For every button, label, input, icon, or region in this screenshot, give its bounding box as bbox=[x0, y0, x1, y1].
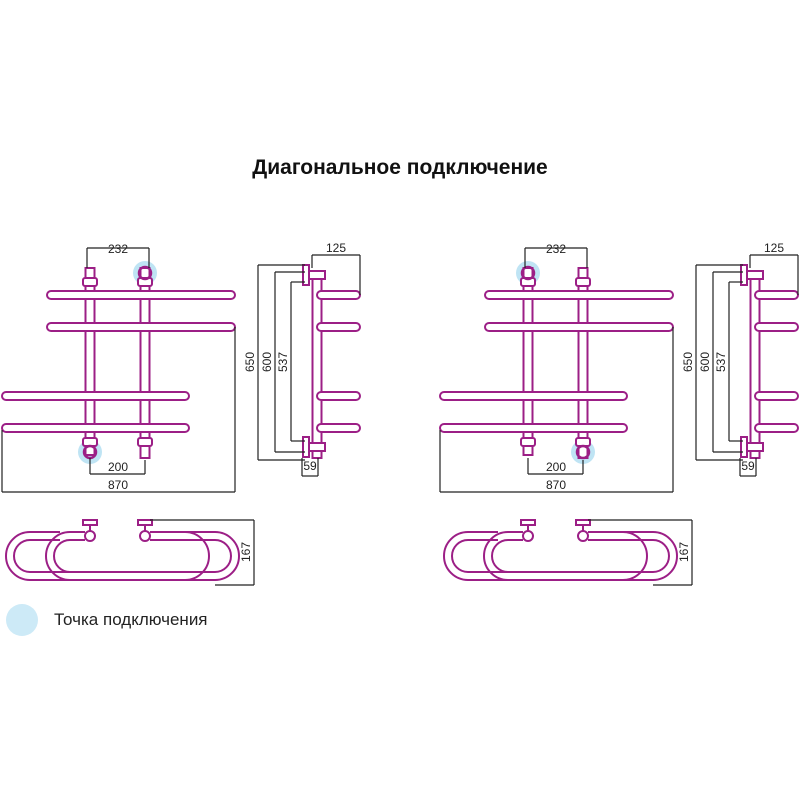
top-loop-main bbox=[491, 539, 670, 573]
crossbar bbox=[439, 391, 628, 401]
top-fitting-nut bbox=[577, 530, 589, 542]
side-crossbar bbox=[754, 391, 799, 401]
top-fitting bbox=[575, 519, 591, 526]
top-loop-outer bbox=[443, 531, 508, 581]
crossbar bbox=[1, 423, 190, 433]
crossbar bbox=[484, 322, 674, 332]
bracket-fitting bbox=[746, 270, 764, 280]
top-fitting bbox=[137, 519, 153, 526]
dimension-label: 59 bbox=[741, 459, 755, 473]
top-loop-outer bbox=[451, 539, 508, 573]
dimension-label: 125 bbox=[764, 241, 784, 255]
top-loop-main bbox=[483, 531, 678, 581]
dimension-label: 600 bbox=[260, 352, 274, 372]
dimension-label: 537 bbox=[276, 352, 290, 372]
fitting bbox=[137, 437, 153, 447]
side-crossbar bbox=[316, 290, 361, 300]
connection-pipe-end bbox=[575, 444, 591, 460]
top-loop-inner bbox=[613, 531, 648, 581]
bracket-fitting bbox=[746, 442, 764, 452]
bracket-fitting bbox=[308, 270, 326, 280]
connection-pipe-end bbox=[137, 265, 153, 281]
side-crossbar bbox=[754, 423, 799, 433]
dimension-label: 232 bbox=[546, 242, 566, 256]
side-crossbar bbox=[316, 423, 361, 433]
dimension-label: 167 bbox=[239, 542, 253, 562]
fitting bbox=[82, 277, 98, 287]
crossbar bbox=[46, 290, 236, 300]
crossbar bbox=[46, 322, 236, 332]
crossbar bbox=[439, 423, 628, 433]
side-crossbar bbox=[316, 391, 361, 401]
side-crossbar bbox=[754, 290, 799, 300]
dimension-label: 650 bbox=[681, 352, 695, 372]
bracket-fitting bbox=[308, 442, 326, 452]
dimension-label: 59 bbox=[303, 459, 317, 473]
top-fitting-nut bbox=[139, 530, 151, 542]
dimension-label: 200 bbox=[108, 460, 128, 474]
top-fitting bbox=[82, 519, 98, 526]
fitting bbox=[575, 277, 591, 287]
crossbar bbox=[484, 290, 674, 300]
top-loop-main bbox=[45, 531, 240, 581]
top-loop-inner bbox=[175, 531, 210, 581]
top-loop-outer bbox=[13, 539, 70, 573]
dimension-label: 650 bbox=[243, 352, 257, 372]
legend-label: Точка подключения bbox=[54, 610, 208, 629]
top-fitting-nut bbox=[84, 530, 96, 542]
top-loop-outer bbox=[5, 531, 70, 581]
diagram-title: Диагональное подключение bbox=[252, 156, 548, 179]
dimension-label: 870 bbox=[108, 478, 128, 492]
left-rail bbox=[84, 267, 96, 456]
top-fitting-nut bbox=[522, 530, 534, 542]
dimension-label: 537 bbox=[714, 352, 728, 372]
top-loop-main bbox=[53, 539, 232, 573]
fitting bbox=[520, 437, 536, 447]
connection-point-legend-icon bbox=[6, 604, 38, 636]
dimension-label: 167 bbox=[677, 542, 691, 562]
legend: Точка подключения bbox=[6, 604, 208, 636]
dimension-label: 600 bbox=[698, 352, 712, 372]
connection-pipe-end bbox=[520, 265, 536, 281]
top-fitting bbox=[520, 519, 536, 526]
dimension-label: 200 bbox=[546, 460, 566, 474]
dimension-label: 232 bbox=[108, 242, 128, 256]
crossbar bbox=[1, 391, 190, 401]
side-crossbar bbox=[754, 322, 799, 332]
dimension-label: 870 bbox=[546, 478, 566, 492]
side-crossbar bbox=[316, 322, 361, 332]
dimension-label: 125 bbox=[326, 241, 346, 255]
